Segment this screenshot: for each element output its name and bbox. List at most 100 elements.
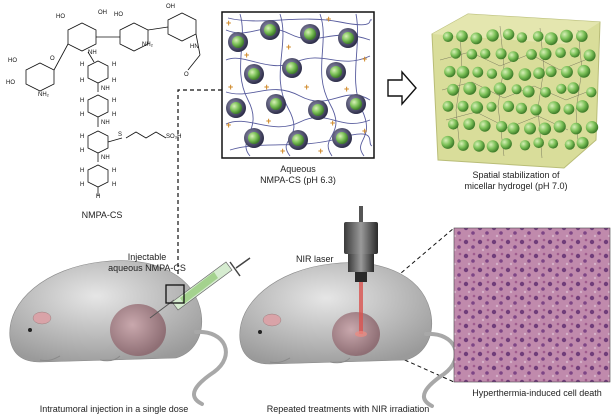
nir-laser-label: NIR laser (296, 254, 334, 264)
atom-o-2: O (184, 72, 189, 78)
gel-micelle (463, 81, 477, 95)
atom-h-15: H (96, 194, 101, 200)
gel-micelle (516, 32, 528, 43)
histology-image (453, 227, 611, 383)
gel-micelle (448, 119, 459, 130)
gel-micelle (570, 122, 582, 135)
gel-micelle (466, 48, 478, 60)
atom-h-11: H (80, 168, 85, 174)
spatial-label: Spatial stabilization of micellar hydrog… (446, 170, 586, 192)
sugar-ring-mid (67, 22, 97, 52)
gel-micelle (515, 102, 528, 114)
gel-micelle (486, 68, 498, 79)
gel-micelle (457, 100, 469, 112)
atom-nh-2: NH (101, 86, 110, 92)
gel-micelle (450, 48, 462, 59)
gel-micelle (545, 66, 557, 78)
gel-micelle (555, 47, 566, 58)
atom-o-1: O (50, 56, 55, 62)
atom-nh-1: NH (88, 50, 97, 56)
sugar-ring-left (25, 62, 55, 92)
gel-micelle (564, 139, 575, 150)
gel-micelle (500, 138, 512, 150)
aqueous-label: Aqueous NMPA-CS (pH 6.3) (238, 164, 358, 186)
gel-micelle (473, 140, 485, 152)
polymer-chains (225, 13, 373, 157)
atom-h-8: H (112, 112, 117, 118)
gel-micelle (456, 30, 468, 42)
atom-ho-2: HO (6, 80, 15, 86)
atom-h-6: H (112, 98, 117, 104)
aqueous-micelle-box: +++ +++ +++ +++ +++ (221, 11, 375, 159)
atom-so3h: SO₃H (166, 134, 182, 140)
gel-micelle (560, 29, 573, 43)
atom-h-9: H (80, 134, 85, 140)
atom-nh-4: NH (101, 155, 110, 161)
gel-micelle (556, 83, 567, 94)
gel-micelle (441, 135, 455, 149)
gel-micelle (493, 82, 507, 95)
sugar-ring-mid2 (119, 22, 149, 52)
gel-micelle (507, 122, 520, 135)
aqueous-label-line1: Aqueous (280, 164, 316, 174)
mouse-injection (9, 257, 251, 406)
gel-micelle (456, 65, 470, 79)
gel-micelle (567, 82, 580, 94)
gel-micelle (522, 85, 535, 98)
nmpa-cs-structure (25, 12, 201, 196)
gel-micelle (457, 139, 469, 151)
gel-micelle (576, 100, 589, 113)
gel-micelle (479, 120, 491, 132)
gel-micelle (533, 137, 544, 149)
atom-oh-2: OH (166, 4, 175, 10)
gel-micelle (447, 83, 459, 96)
gel-micelle (518, 68, 532, 81)
atom-ho-4: HO (114, 12, 123, 18)
svg-text:+: + (226, 18, 231, 28)
atom-h-14: H (112, 182, 117, 188)
gel-micelle (544, 32, 558, 46)
gel-micelle (442, 100, 454, 112)
treatment-caption: Repeated treatments with NIR irradiation (266, 404, 430, 414)
gel-micelle (502, 28, 515, 41)
svg-text:+: + (362, 126, 367, 136)
laser-beam (359, 282, 363, 334)
svg-text:+: + (226, 120, 231, 130)
injectable-label-line2: aqueous NMPA-CS (108, 263, 186, 273)
spatial-label-line1: Spatial stabilization of (472, 170, 560, 180)
syringe (149, 257, 251, 319)
transition-arrow (387, 70, 417, 106)
gel-micelle (583, 49, 596, 62)
atom-h-5: H (80, 98, 85, 104)
injection-site-box (165, 284, 185, 304)
benzene-ring-2 (87, 94, 109, 118)
gel-micelle (519, 140, 531, 151)
gel-micelle (553, 120, 566, 133)
atom-hn-1: HN (190, 44, 199, 50)
svg-text:+: + (280, 146, 285, 156)
gel-micelle (486, 101, 497, 112)
atom-s: S (118, 132, 123, 138)
injectable-label: Injectable aqueous NMPA-CS (92, 252, 202, 274)
gel-micelle (486, 29, 499, 42)
gel-micelle (533, 67, 545, 79)
gel-micelle (563, 103, 575, 115)
connector-structure-to-box (177, 89, 222, 290)
gel-micelle (530, 104, 542, 116)
svg-text:+: + (326, 14, 331, 24)
gel-micelle (478, 86, 491, 99)
gel-micelle (500, 67, 514, 81)
gel-micelle (540, 87, 551, 98)
svg-text:+: + (286, 42, 291, 52)
atom-h-12: H (112, 168, 117, 174)
svg-text:+: + (264, 82, 269, 92)
atom-ho-3: HO (56, 14, 65, 20)
gel-micelle (577, 64, 591, 78)
gel-micelle (511, 84, 522, 95)
svg-text:+: + (318, 146, 323, 156)
gel-micelle (548, 138, 559, 149)
benzene-ring-3 (87, 130, 109, 154)
gel-micelle (470, 101, 484, 114)
